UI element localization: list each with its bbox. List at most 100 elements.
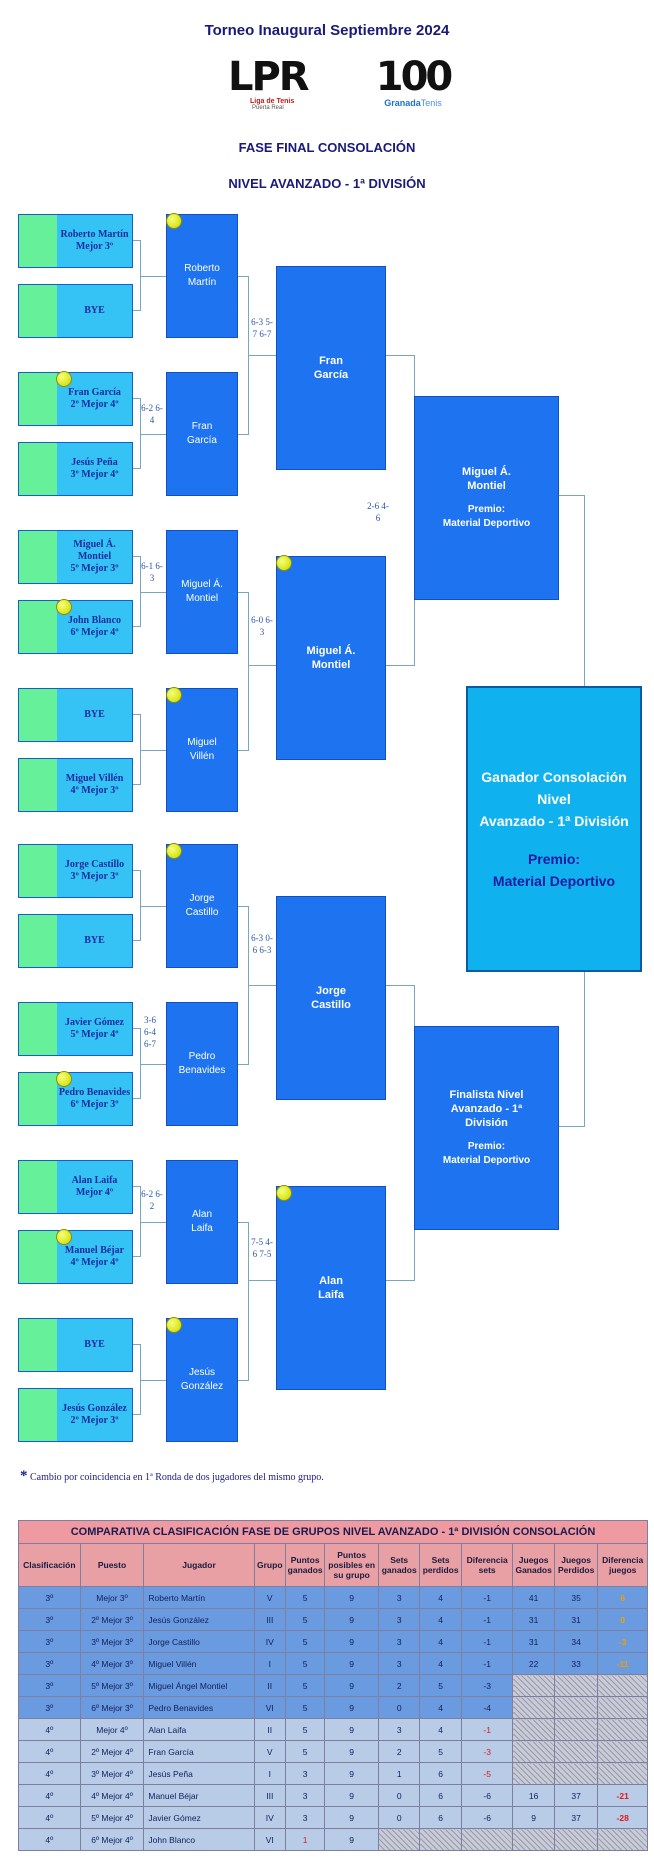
round2-player: Miguel Villén	[187, 737, 217, 762]
cell: Jesús González	[143, 1608, 255, 1631]
cell: -6	[460, 1806, 514, 1829]
cell: Roberto Martín	[143, 1586, 255, 1609]
cell: -4	[460, 1696, 514, 1719]
semifinal-match[interactable]: Miguel Á. Montiel Premio: Material Depor…	[414, 396, 559, 600]
round2-match[interactable]: Miguel Á. Montiel	[166, 530, 238, 654]
cell: 5º Mejor 4º	[79, 1806, 145, 1829]
lpr-logo-sub1: Liga de Tenis	[250, 98, 295, 105]
player-name: Jesús Peña	[71, 457, 118, 468]
round2-match[interactable]: Fran García	[166, 372, 238, 496]
score-text: 2-6 4-6	[367, 501, 389, 523]
cell: 31	[512, 1630, 555, 1653]
granada-logo-sub: GranadaTenis	[368, 98, 458, 108]
cell: 4	[419, 1608, 462, 1631]
cell: -1	[460, 1608, 514, 1631]
empty-cell	[597, 1718, 648, 1741]
player-name: Roberto Martín	[60, 229, 129, 240]
col-header: Clasificación	[18, 1543, 81, 1587]
empty-cell	[597, 1828, 648, 1851]
cell: -5	[460, 1762, 514, 1785]
round3-match[interactable]: Alan Laifa	[276, 1186, 386, 1390]
score-text: 6-1 6-3	[141, 561, 163, 583]
round3-match[interactable]: Jorge Castillo	[276, 896, 386, 1100]
round2-match[interactable]: Roberto Martín	[166, 214, 238, 338]
cell: 35	[553, 1586, 599, 1609]
empty-cell	[597, 1696, 648, 1719]
cell: Manuel Béjar	[143, 1784, 255, 1807]
cell: 5	[284, 1586, 326, 1609]
cell: 5	[419, 1674, 462, 1697]
cell: 3º	[18, 1586, 81, 1609]
cell: 5	[284, 1674, 326, 1697]
tournament-title: Torneo Inaugural Septiembre 2024	[204, 22, 450, 39]
player-name: John Blanco	[67, 615, 122, 626]
cell: 4º	[18, 1828, 81, 1851]
cell: Fran García	[143, 1740, 255, 1763]
player-seed: 6º Mejor 3º	[70, 1099, 119, 1110]
cell: 0	[597, 1608, 648, 1631]
winner-box[interactable]: Ganador Consolación Nivel Avanzado - 1ª …	[466, 686, 642, 972]
player-slot[interactable]: BYE	[18, 688, 133, 742]
round3-match[interactable]: Fran García	[276, 266, 386, 470]
round2-match[interactable]: Miguel Villén	[166, 688, 238, 812]
tennis-ball-icon	[166, 213, 182, 229]
player-name: Jorge Castillo	[64, 859, 125, 870]
match-score: 6-3 0-6 6-3	[250, 932, 274, 956]
cell: VI	[253, 1696, 286, 1719]
player-name: Alan Laifa	[71, 1175, 118, 1186]
cell: 41	[512, 1586, 555, 1609]
cell: 4	[419, 1696, 462, 1719]
finalist-box[interactable]: Finalista Nivel Avanzado - 1ª División P…	[414, 1026, 559, 1230]
cell: III	[253, 1608, 286, 1631]
cell: Mejor 4º	[79, 1718, 145, 1741]
round2-player: Pedro Benavides	[178, 1051, 226, 1076]
tennis-ball-icon	[56, 371, 72, 387]
cell: 4	[419, 1652, 462, 1675]
player-slot[interactable]: BYE	[18, 1318, 133, 1372]
cell: 4º	[18, 1762, 81, 1785]
round2-match[interactable]: Jesús González	[166, 1318, 238, 1442]
cell: 6	[419, 1806, 462, 1829]
round3-match[interactable]: Miguel Á. Montiel	[276, 556, 386, 760]
round2-match[interactable]: Pedro Benavides	[166, 1002, 238, 1126]
cell: 3	[284, 1762, 326, 1785]
score-text: 6-2 6-2	[141, 1189, 163, 1211]
lpr-logo-sub2: Puerta Real	[252, 105, 284, 111]
cell: 4º	[18, 1806, 81, 1829]
round2-match[interactable]: Jorge Castillo	[166, 844, 238, 968]
empty-cell	[512, 1696, 555, 1719]
tennis-ball-icon	[276, 1185, 292, 1201]
cell: 4º Mejor 3º	[79, 1652, 145, 1675]
tennis-ball-icon	[166, 843, 182, 859]
round2-match[interactable]: Alan Laifa	[166, 1160, 238, 1284]
cell: 3º	[18, 1674, 81, 1697]
match-score: 6-2 6-2	[140, 1188, 164, 1212]
cell: -11	[597, 1652, 648, 1675]
cell: 4º	[18, 1784, 81, 1807]
player-slot[interactable]: BYE	[18, 914, 133, 968]
player-slot[interactable]: BYE	[18, 284, 133, 338]
footnote-mark: *	[20, 1468, 28, 1484]
footnote: * Cambio por coincidencia en 1ª Ronda de…	[20, 1468, 324, 1485]
empty-cell	[597, 1762, 648, 1785]
empty-cell	[553, 1740, 599, 1763]
cell: 9	[324, 1586, 379, 1609]
cell: -3	[460, 1674, 514, 1697]
round3-player: Jorge Castillo	[311, 985, 351, 1011]
